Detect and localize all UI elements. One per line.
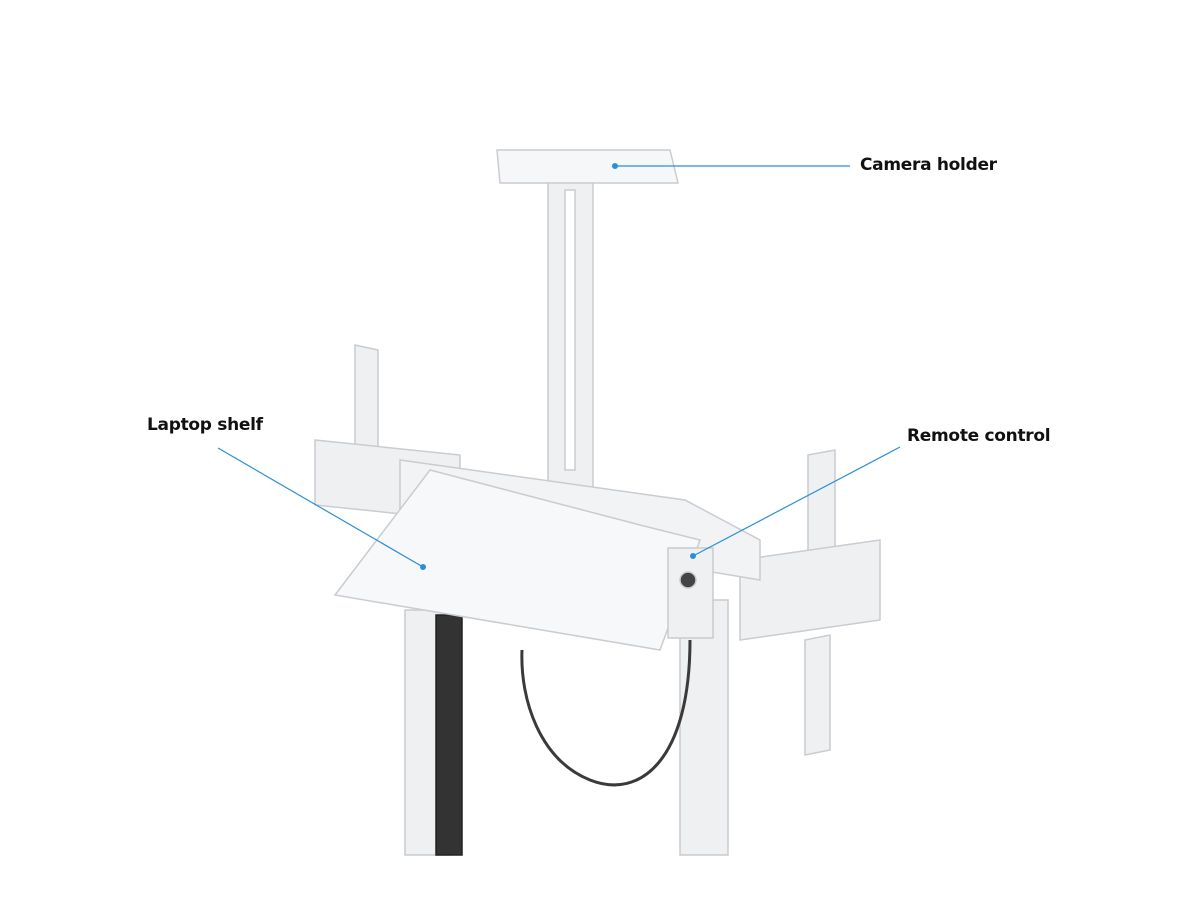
remote-control-label: Remote control	[907, 426, 1051, 446]
camera-mast	[496, 149, 679, 491]
laptop-shelf-label: Laptop shelf	[147, 415, 263, 435]
display-brackets	[314, 344, 881, 756]
remote-control	[520, 547, 714, 787]
camera-holder-dot	[612, 163, 618, 169]
remote-control-leader	[692, 446, 901, 557]
laptop-shelf-leader	[217, 447, 424, 568]
laptop-shelf-dot	[420, 564, 426, 570]
remote-control-dot	[690, 553, 696, 559]
camera-holder-label: Camera holder	[860, 155, 997, 175]
